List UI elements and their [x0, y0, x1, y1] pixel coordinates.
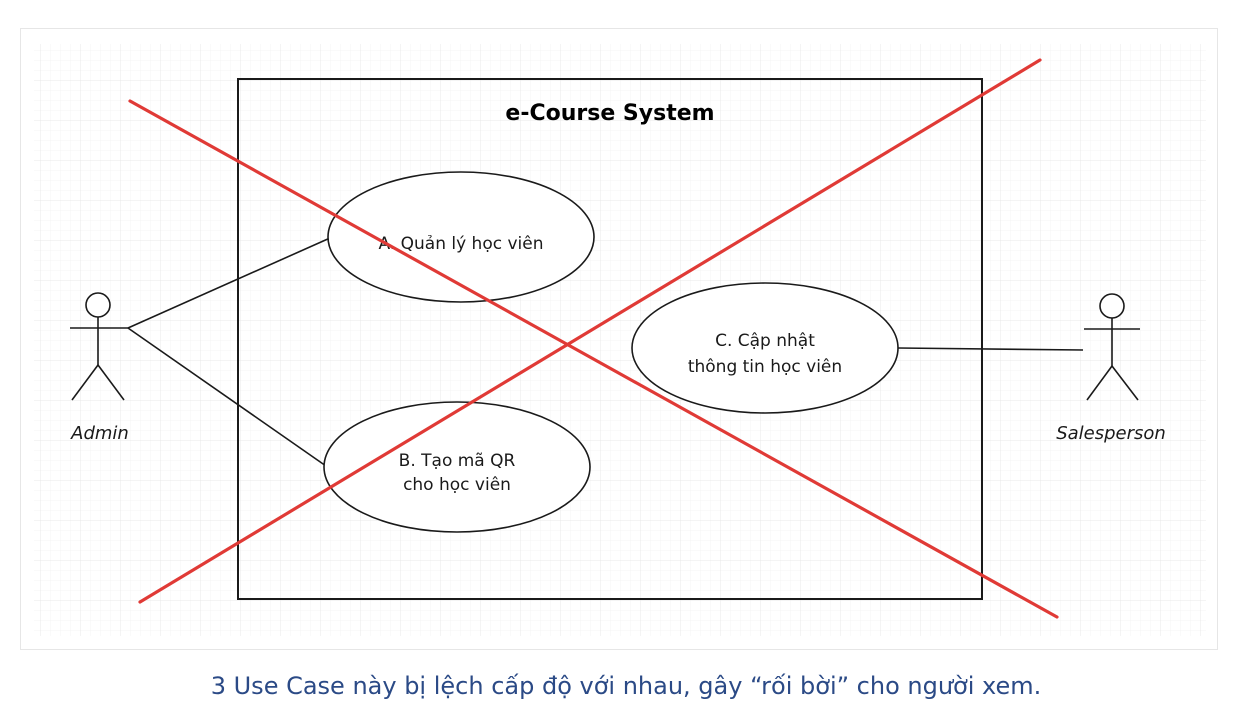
system-title: e-Course System — [505, 101, 714, 126]
actor-salesperson-head — [1099, 293, 1125, 319]
actor-salesperson-leg-right — [1111, 365, 1139, 401]
actor-salesperson-leg-left — [1086, 365, 1113, 401]
use-case-c-ellipse — [631, 282, 899, 414]
actor-admin-leg-right — [97, 364, 125, 401]
actor-admin — [70, 292, 128, 401]
actor-admin-head — [85, 292, 111, 318]
grid-background — [34, 44, 1206, 636]
use-case-c-label-line2: thông tin học viên — [688, 357, 842, 377]
use-case-a: A. Quản lý học viên — [327, 171, 595, 303]
use-case-b-ellipse — [323, 401, 591, 533]
use-case-b-label-line1: B. Tạo mã QR — [399, 451, 516, 471]
use-case-c-label-line1: C. Cập nhật — [715, 331, 815, 351]
actor-admin-leg-left — [71, 364, 99, 401]
cross-line-2 — [138, 58, 1042, 604]
association-admin-a — [127, 237, 331, 329]
actor-salesperson-label: Salesperson — [1056, 423, 1166, 444]
association-salesperson-c — [897, 347, 1084, 351]
use-case-b: B. Tạo mã QR cho học viên — [323, 401, 591, 533]
use-case-b-label-line2: cho học viên — [403, 475, 511, 495]
cross-line-1 — [128, 99, 1059, 619]
figure-caption: 3 Use Case này bị lệch cấp độ với nhau, … — [210, 672, 1042, 700]
use-case-a-ellipse — [327, 171, 595, 303]
actor-salesperson — [1084, 293, 1140, 401]
actor-admin-label: Admin — [70, 423, 129, 444]
association-admin-b — [127, 327, 327, 467]
use-case-c: C. Cập nhật thông tin học viên — [631, 282, 899, 414]
use-case-a-label: A. Quản lý học viên — [378, 234, 543, 254]
use-case-diagram: e-Course System A. Quản lý học viên B. T… — [34, 44, 1206, 636]
system-boundary — [237, 78, 983, 600]
